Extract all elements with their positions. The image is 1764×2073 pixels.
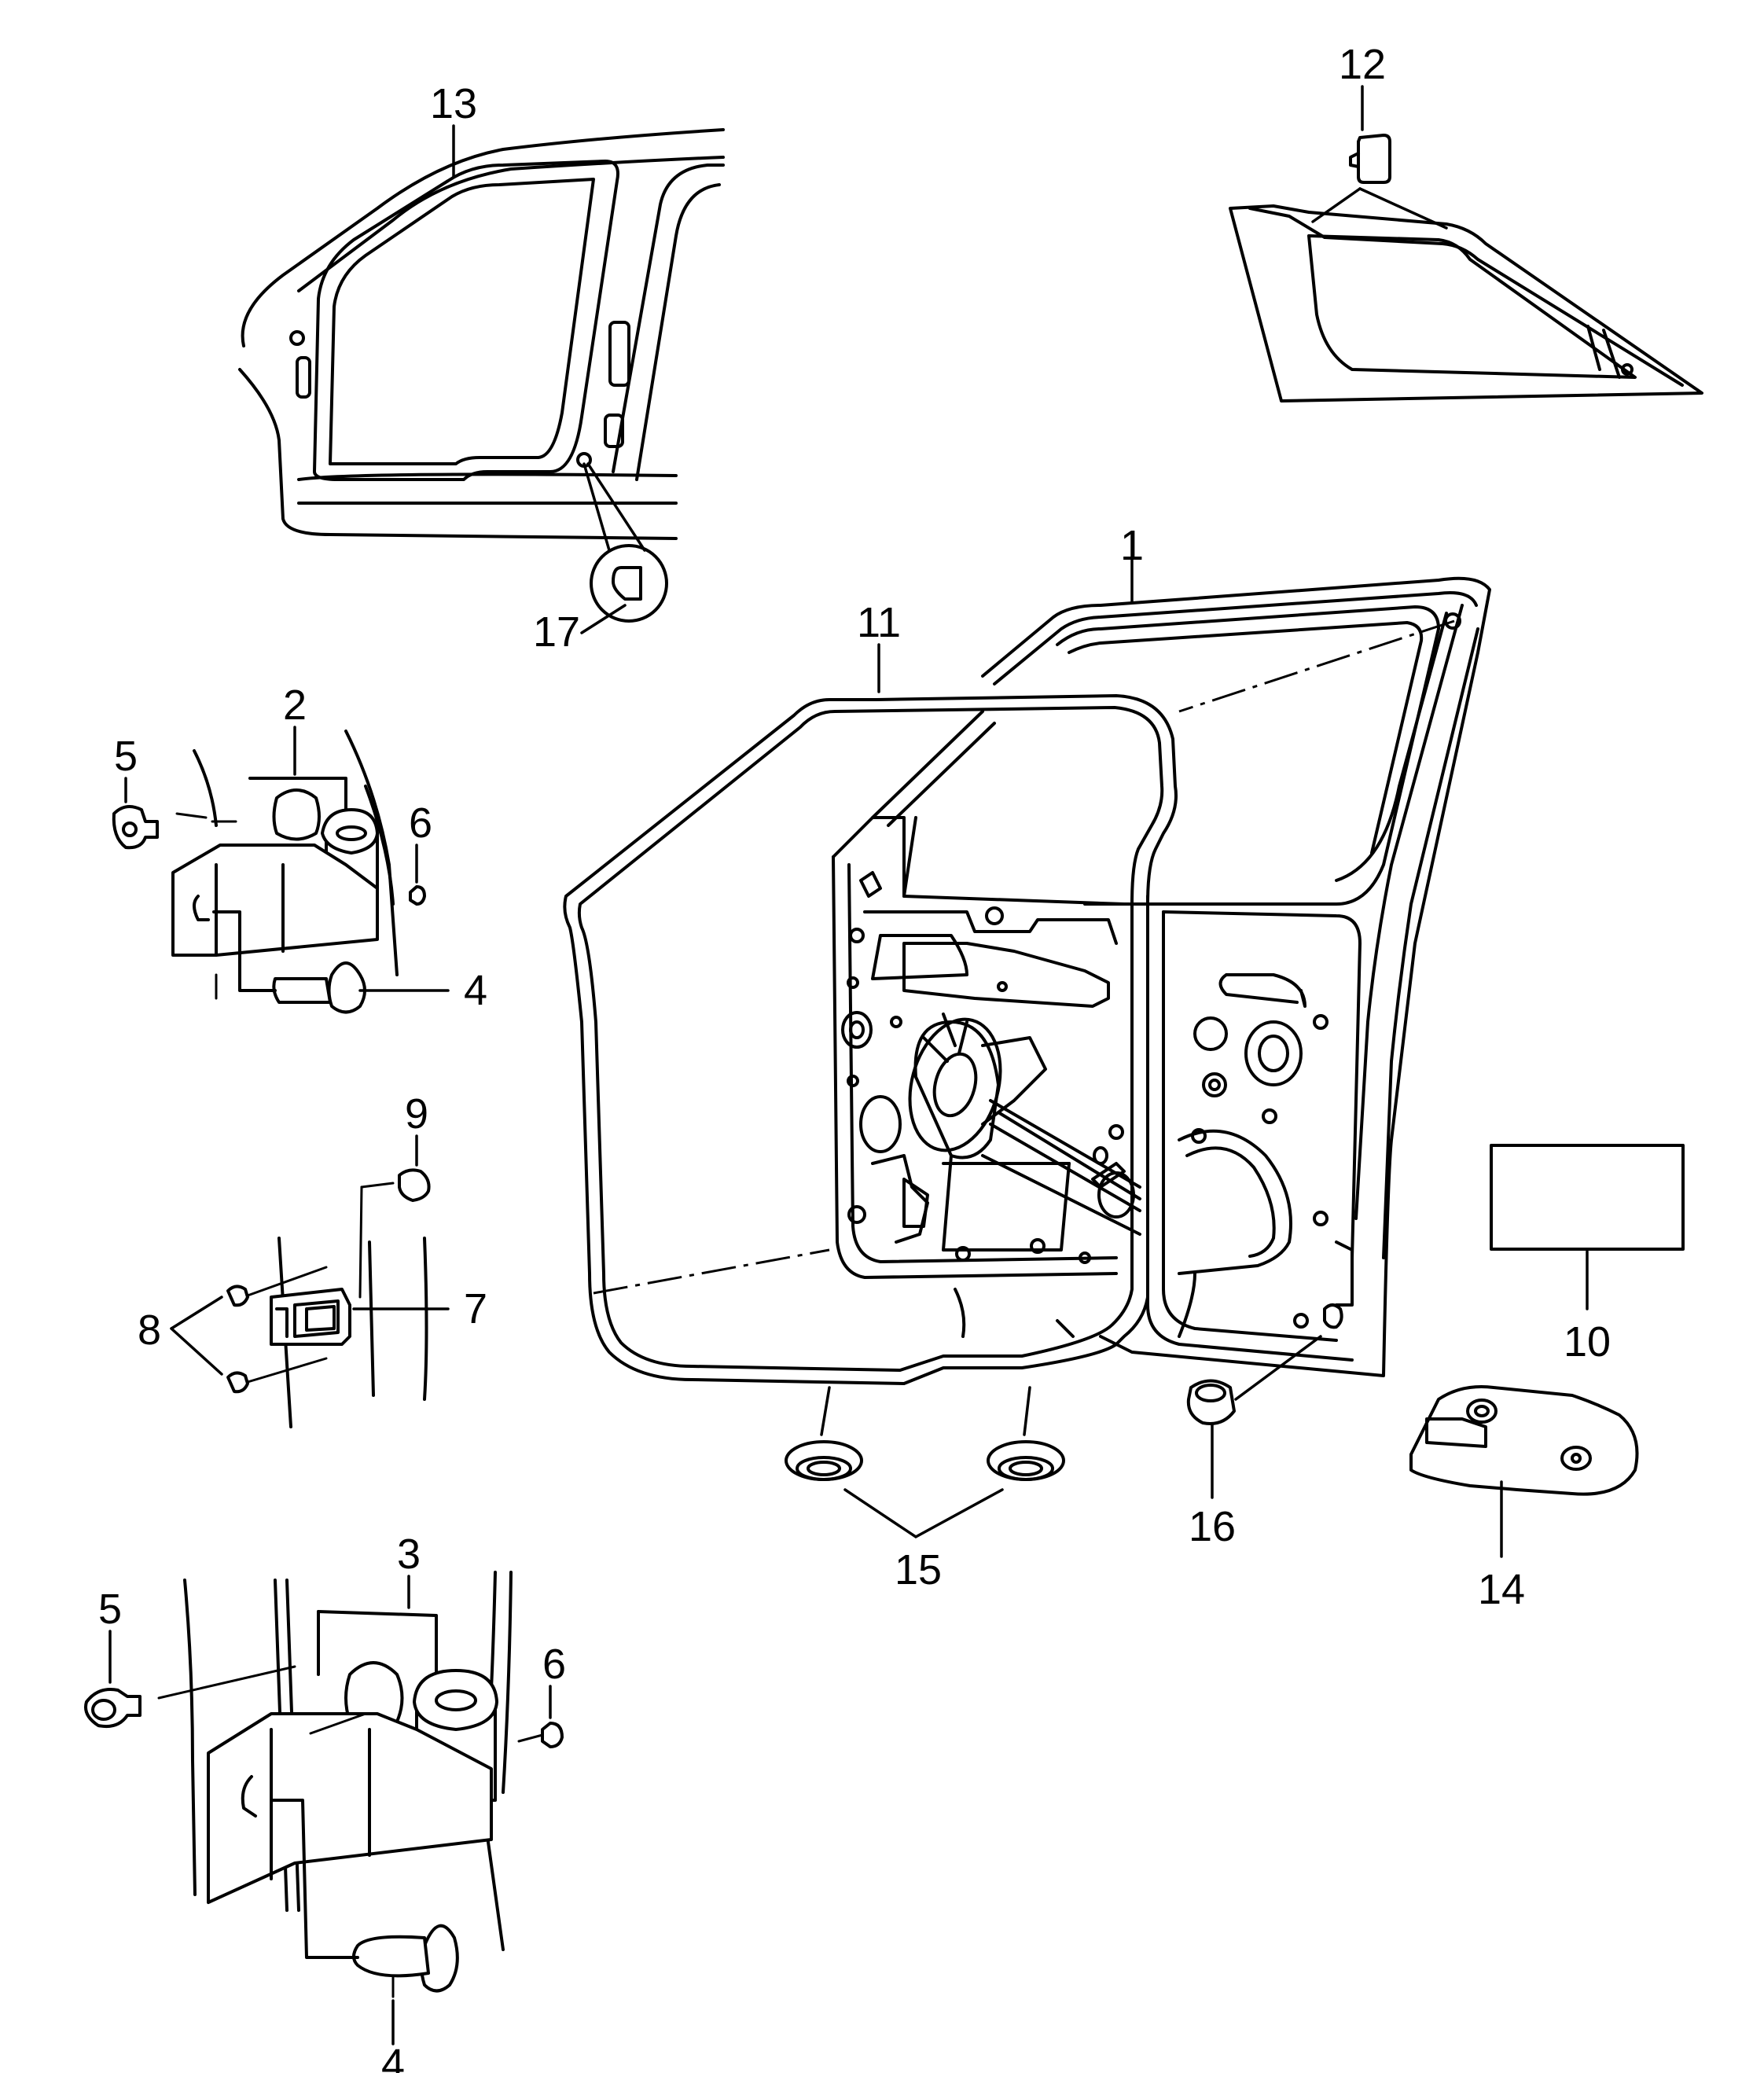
callout-5-upper: 5 [114,733,138,780]
callout-6-upper: 6 [409,799,432,847]
part-17-plug [582,462,668,623]
part-12-window-trim [1229,85,1703,402]
door-check-assembly [170,1134,450,1428]
callout-16: 16 [1189,1503,1236,1550]
upper-hinge-assembly [112,726,450,1014]
callout-4-upper: 4 [464,967,487,1014]
callout-2: 2 [283,682,307,729]
callout-7: 7 [464,1285,487,1332]
callout-17: 17 [533,608,580,656]
callout-13: 13 [430,80,477,127]
part-14-latch-cover [1409,1385,1639,1558]
part-16-plug [1186,1335,1322,1499]
part-15-grommets [785,1386,1065,1539]
callout-11: 11 [857,599,901,646]
callout-6-lower: 6 [542,1641,566,1688]
callout-12: 12 [1339,41,1386,88]
callout-1: 1 [1120,522,1144,569]
callout-10: 10 [1564,1318,1611,1365]
part-10-label [1490,1144,1685,1310]
callout-8: 8 [138,1307,161,1354]
leader-lines-misc [452,124,627,634]
callout-3: 3 [397,1531,421,1578]
callout-labels: 1 2 3 4 4 5 5 6 6 7 8 9 10 11 12 13 14 1… [98,41,1611,2073]
part-1-door-shell [981,533,1491,1377]
part-11-door-seal [563,643,1178,1385]
callout-4-lower: 4 [381,2041,405,2073]
part-13-body-side-frame [238,128,725,540]
callout-9: 9 [405,1090,428,1138]
callout-15: 15 [895,1546,942,1593]
lower-hinge-assembly [84,1571,564,2045]
callout-14: 14 [1478,1566,1525,1613]
callout-5-lower: 5 [98,1586,122,1633]
